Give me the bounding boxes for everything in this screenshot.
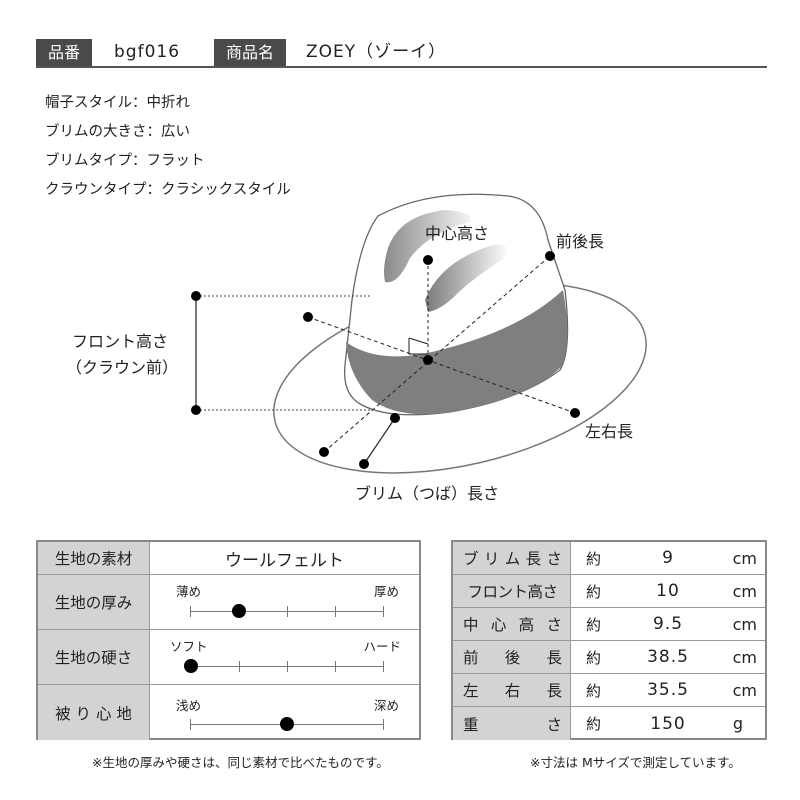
row-label: 中心高さ (453, 608, 571, 640)
size-value: 38.5 (647, 647, 689, 667)
row-label: 被 り 心 地 (38, 685, 150, 740)
hat-illustration (191, 193, 647, 474)
size-value: 9.5 (652, 614, 684, 634)
product-code: bgf016 (114, 42, 181, 62)
spec-hat-style: 帽子スタイル：中折れ (45, 95, 190, 111)
row-label: 生地の厚み (38, 575, 150, 629)
label-front-height-sub: （クラウン前） (66, 358, 179, 377)
size-value: 10 (656, 581, 680, 601)
scale-min-label: ソフト (170, 639, 208, 654)
row-label: ブリム長さ (453, 542, 571, 574)
fabric-table: 生地の素材 ウールフェルト 生地の厚み 薄め 厚め 生地の硬さ ソフト ハード (36, 540, 421, 740)
size-row-brim: ブリム長さ 約 9 cm (453, 542, 765, 575)
product-header: 品番 bgf016 商品名 ZOEY（ゾーイ） (36, 39, 767, 68)
product-code-label: 品番 (36, 39, 92, 66)
label-left-right: 左右長 (585, 422, 634, 441)
scale-max-label: 厚め (373, 584, 399, 599)
size-value: 9 (662, 548, 674, 568)
label-front-back: 前後長 (556, 232, 605, 251)
size-row-left-right: 左右長 約 35.5 cm (453, 674, 765, 707)
fabric-row-hardness: 生地の硬さ ソフト ハード (38, 630, 419, 685)
fit-indicator (280, 717, 294, 731)
row-label: 前後長 (453, 641, 571, 673)
row-label: 生地の素材 (38, 542, 150, 574)
product-name-label: 商品名 (214, 39, 286, 66)
size-row-center-height: 中心高さ 約 9.5 cm (453, 608, 765, 641)
product-name: ZOEY（ゾーイ） (306, 42, 447, 62)
hat-measurement-diagram: 中心高さ 前後長 フロント高さ （クラウン前） 左右長 ブリム（つば）長さ (0, 190, 800, 510)
label-front-height: フロント高さ (72, 332, 169, 351)
scale-min-label: 薄め (176, 584, 202, 599)
size-row-weight: 重さ 約 150 g (453, 707, 765, 740)
hardness-indicator (184, 659, 198, 673)
spec-brim-type: ブリムタイプ：フラット (45, 153, 205, 169)
scale-track (190, 611, 383, 612)
scale-track (190, 666, 383, 667)
size-value: 150 (650, 713, 686, 734)
spec-brim-size: ブリムの大きさ：広い (45, 124, 190, 140)
scale-max-label: 深め (373, 698, 399, 713)
row-label: 生地の硬さ (38, 630, 150, 684)
size-note: ※寸法は Mサイズで測定しています。 (530, 755, 741, 770)
size-row-front-height: フロント高さ 約 10 cm (453, 575, 765, 608)
row-label: 左右長 (453, 674, 571, 706)
scale-min-label: 浅め (176, 698, 202, 713)
fabric-note: ※生地の厚みや硬さは、同じ素材で比べたものです。 (92, 755, 389, 770)
scale-max-label: ハード (363, 639, 401, 654)
row-label: 重さ (453, 707, 571, 740)
size-table: ブリム長さ 約 9 cm フロント高さ 約 10 cm 中心高さ 約 9.5 c… (451, 540, 767, 740)
thickness-indicator (232, 604, 246, 618)
size-row-front-back: 前後長 約 38.5 cm (453, 641, 765, 674)
size-value: 35.5 (647, 680, 689, 700)
fabric-row-fit: 被 り 心 地 浅め 深め (38, 685, 419, 740)
row-label: フロント高さ (453, 575, 571, 607)
label-brim-length: ブリム（つば）長さ (355, 484, 500, 503)
fabric-row-thickness: 生地の厚み 薄め 厚め (38, 575, 419, 630)
material-value: ウールフェルト (225, 550, 344, 571)
spec-crown-type: クラウンタイプ：クラシックスタイル (45, 182, 291, 198)
label-center-height: 中心高さ (425, 224, 490, 243)
fabric-row-material: 生地の素材 ウールフェルト (38, 542, 419, 575)
